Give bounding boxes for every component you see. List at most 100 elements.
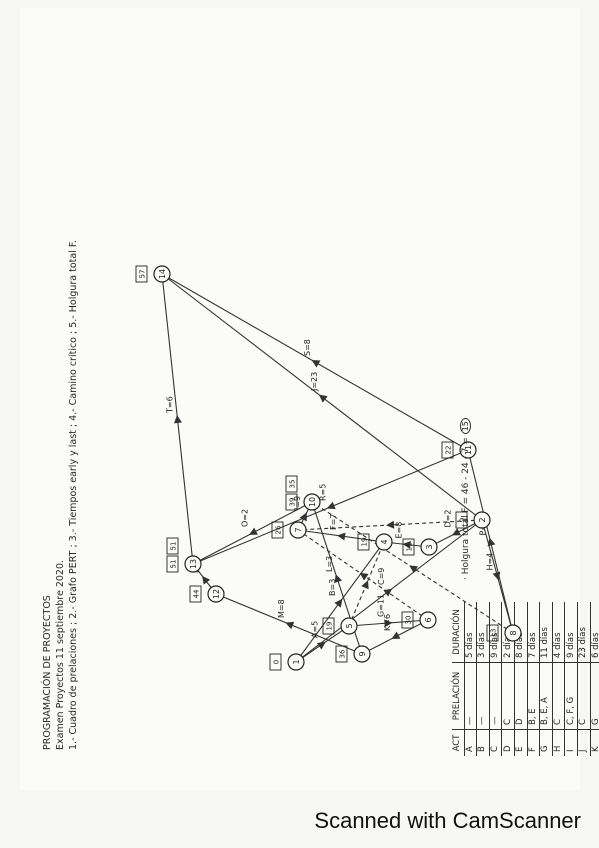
arrow-head <box>334 574 343 584</box>
early-time-value: 39 <box>289 498 297 507</box>
early-time-value: 11 <box>406 543 414 552</box>
arrow-head <box>202 575 211 585</box>
early-time-box <box>269 653 282 671</box>
early-time-box <box>486 624 499 642</box>
arrow-head <box>337 532 346 541</box>
scanned-sheet: PROGRAMACIÓN DE PROYECTOS Examen Proyect… <box>20 8 599 790</box>
early-time-box <box>166 555 179 573</box>
early-time-box <box>357 533 370 551</box>
event-node <box>340 617 358 635</box>
event-node <box>153 265 171 283</box>
activity-label: T=6 <box>166 396 175 414</box>
event-node <box>375 533 393 551</box>
activity-label: A=5 <box>311 621 320 638</box>
table-row: KG6 días <box>590 602 599 756</box>
event-node <box>459 441 477 459</box>
early-time-value: 19 <box>326 622 334 631</box>
duracion-cell: 6 días <box>590 602 599 663</box>
early-time-value: 36 <box>339 649 347 658</box>
event-node <box>303 493 321 511</box>
event-node <box>289 521 307 539</box>
arrow-head <box>391 631 401 639</box>
early-time-value: 44 <box>193 589 201 598</box>
early-time-value: 9 <box>459 518 467 522</box>
arrow-head <box>451 528 461 536</box>
activity-label: H=4 <box>486 553 495 571</box>
activity-label: J=23 <box>310 372 319 392</box>
node-number: 8 <box>509 630 518 635</box>
late-time-box <box>166 537 179 555</box>
activity-label: O=2 <box>241 509 250 527</box>
event-node <box>473 511 491 529</box>
prelacion-cell: G <box>590 662 599 730</box>
arrow-head <box>285 621 295 630</box>
act-cell: K <box>590 729 599 756</box>
activity-label: L=3 <box>325 556 334 572</box>
activity-label: C=9 <box>377 568 386 585</box>
event-node <box>287 653 305 671</box>
arrow-head <box>173 415 182 424</box>
early-time-value: 30 <box>405 616 413 625</box>
early-time-box <box>401 611 414 629</box>
node-number: 10 <box>308 497 317 507</box>
arrow-head <box>386 520 395 529</box>
node-number: 3 <box>425 544 434 549</box>
node-number: 4 <box>380 539 389 544</box>
activity-label: S=8 <box>303 339 312 356</box>
holgura-result: 15 <box>460 418 471 435</box>
node-number: 11 <box>464 445 473 455</box>
node-number: 13 <box>189 559 198 569</box>
early-time-value: 26 <box>275 525 283 534</box>
arrow-head <box>334 598 343 608</box>
early-time-value: 57 <box>139 270 147 279</box>
event-node <box>419 611 437 629</box>
event-node <box>420 538 438 556</box>
node-number: 7 <box>294 527 303 532</box>
early-time-box <box>455 511 468 529</box>
early-time-box <box>402 538 415 556</box>
early-time-box <box>322 617 335 635</box>
arrow-head <box>409 565 419 574</box>
node-number: 6 <box>424 617 433 622</box>
camscanner-watermark: Scanned with CamScanner <box>314 808 581 833</box>
activity-label: F=7 <box>329 514 338 530</box>
arrow-head <box>487 537 496 547</box>
early-time-box <box>441 441 454 459</box>
arrow-head <box>311 360 321 368</box>
activity-label: G=11 <box>377 594 386 617</box>
activity-label: B=3 <box>328 579 337 596</box>
rotated-page: PROGRAMACIÓN DE PROYECTOS Examen Proyect… <box>20 8 599 790</box>
late-time-value: 51 <box>170 542 178 551</box>
late-time-value: 35 <box>289 480 297 489</box>
early-time-value: 51 <box>170 560 178 569</box>
early-time-box <box>335 645 348 663</box>
node-number: 9 <box>358 651 367 656</box>
holgura-formula: · Holgura total F = 46 - 24 - 7 = <box>461 437 471 580</box>
early-time-box <box>189 585 202 603</box>
early-time-box <box>285 493 298 511</box>
arrow-head <box>248 527 258 535</box>
arrow-head <box>361 580 369 590</box>
activity-label: I=9 <box>293 496 302 510</box>
early-time-value: 13 <box>490 629 498 638</box>
node-number: 2 <box>478 517 487 522</box>
holgura-note: · Holgura total F = 46 - 24 - 7 = 15 <box>460 418 471 580</box>
arrow-head <box>326 501 336 510</box>
activity-label: D=2 <box>444 510 453 528</box>
early-time-value: 19 <box>361 538 369 547</box>
arrow-head <box>384 619 393 628</box>
node-number: 12 <box>212 589 221 599</box>
activity-label: R=5 <box>319 484 328 501</box>
event-node <box>504 624 522 642</box>
arrow-head <box>299 512 307 522</box>
node-number: 14 <box>158 269 167 279</box>
early-time-box <box>135 265 148 283</box>
activity-label: E=8 <box>395 522 404 539</box>
late-time-box <box>285 475 298 493</box>
arrow-head <box>402 540 411 549</box>
arrow-head <box>359 572 369 581</box>
arrow-head <box>318 394 328 403</box>
early-time-value: 0 <box>273 660 281 664</box>
early-time-value: 22 <box>445 446 453 455</box>
pert-network: A=5B=3C=9D=2E=8F=7G=11H=4I=9J=23K=6L=3M=… <box>135 265 522 671</box>
